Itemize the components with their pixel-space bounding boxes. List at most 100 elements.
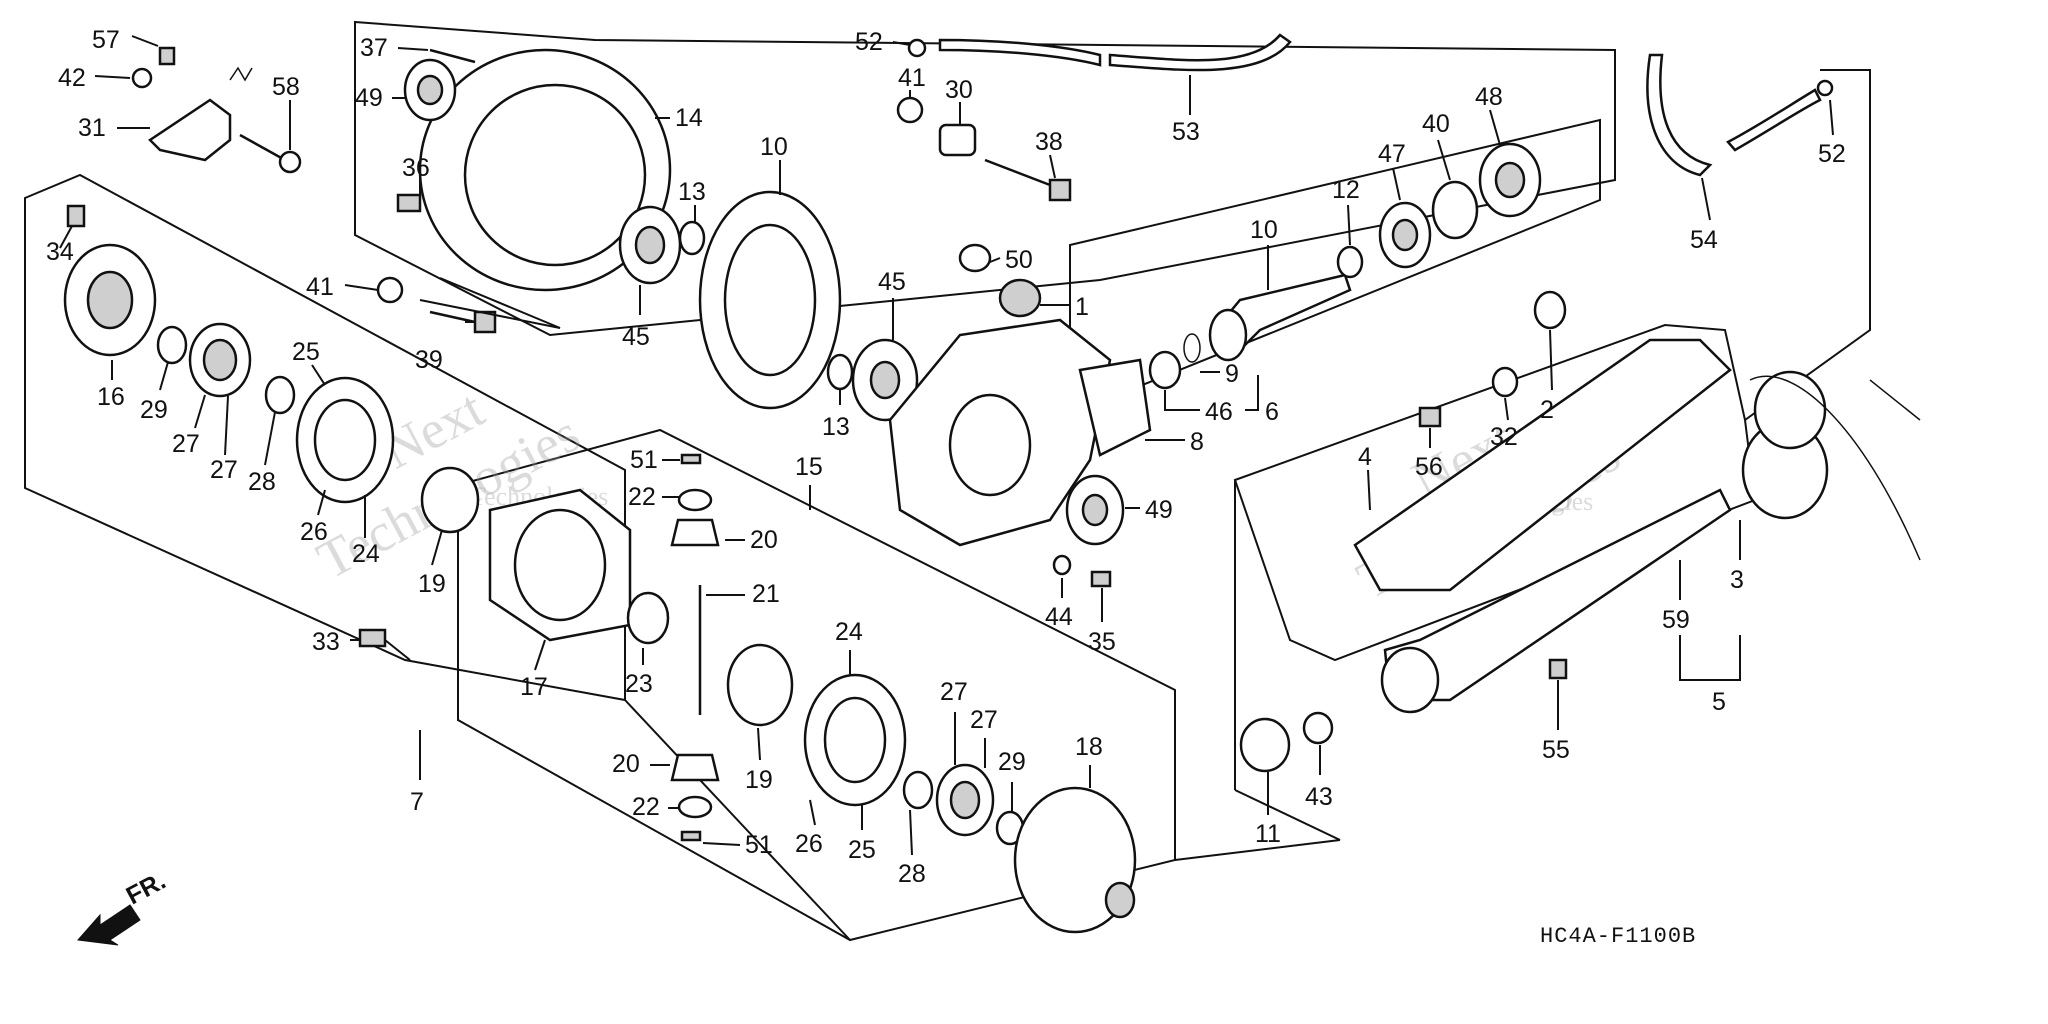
callout-59: 59: [1662, 606, 1690, 634]
o-ring-9: [1183, 333, 1201, 363]
callout-10a: 10: [760, 133, 788, 161]
callout-52a: 52: [855, 28, 883, 56]
shim-12: [1336, 245, 1364, 279]
outline-shaft-bottom: [1234, 789, 1341, 841]
callout-12: 12: [1332, 176, 1360, 204]
outline-bottom-join: [624, 699, 851, 941]
leader-26b: [809, 799, 816, 826]
leader-6: [1245, 375, 1259, 411]
callout-58: 58: [272, 73, 300, 101]
callout-36: 36: [402, 154, 430, 182]
shim-28b: [902, 770, 934, 810]
leader-41b: [344, 284, 379, 291]
callout-50: 50: [1005, 246, 1033, 274]
bearing-49-top-bore: [416, 74, 444, 106]
callout-7: 7: [410, 788, 424, 816]
leader-51b: [702, 842, 741, 846]
callout-25a: 25: [292, 338, 320, 366]
callout-37: 37: [360, 34, 388, 62]
front-label: FR.: [122, 867, 171, 911]
bearing-47-bore: [1391, 218, 1419, 252]
bolt-39: [429, 310, 476, 324]
bolt-33: [358, 628, 387, 648]
bolt-38-head: [1048, 178, 1072, 202]
front-arrow-icon: [77, 904, 141, 946]
callout-27d: 27: [970, 706, 998, 734]
bearing-48-bore: [1494, 161, 1526, 199]
engine-flange: [1753, 370, 1827, 450]
leader-lines: [59, 35, 1834, 856]
callout-3: 3: [1730, 566, 1744, 594]
callout-5: 5: [1712, 688, 1726, 716]
leader-38: [1049, 154, 1056, 179]
leader-case-bolts: [419, 299, 561, 329]
pin-51b: [680, 830, 702, 842]
callout-10b: 10: [1250, 216, 1278, 244]
callout-56: 56: [1415, 453, 1443, 481]
leader-4: [1367, 469, 1371, 511]
callout-1: 1: [1075, 293, 1089, 321]
leader-52b: [1829, 99, 1834, 136]
pinion-20b: [670, 753, 720, 782]
leader-46: [1164, 390, 1200, 411]
callout-28a: 28: [248, 468, 276, 496]
block-23: [626, 591, 670, 645]
bearing-holder-18: [1013, 786, 1137, 934]
callout-39: 39: [415, 346, 443, 374]
nut-41b: [376, 276, 404, 304]
clutch-plate-26a: [313, 398, 377, 482]
callout-41b: 41: [306, 273, 334, 301]
leader-27a: [194, 394, 206, 429]
parts: [63, 33, 1921, 934]
leader-54: [1701, 177, 1711, 221]
callout-42: 42: [58, 64, 86, 92]
dust-cover-4: [1353, 338, 1732, 592]
breather-hose-53b: [1108, 33, 1292, 72]
leader-17: [534, 639, 546, 671]
callout-57: 57: [92, 26, 120, 54]
callout-43: 43: [1305, 783, 1333, 811]
leader-27b: [224, 395, 229, 456]
callout-34: 34: [46, 238, 74, 266]
callout-8: 8: [1190, 428, 1204, 456]
callout-45b: 45: [878, 268, 906, 296]
breather-hose-54a: [1646, 53, 1713, 177]
callout-30: 30: [945, 76, 973, 104]
bolt-56: [1418, 406, 1442, 428]
side-gear-19a: [420, 466, 480, 534]
callout-11: 11: [1255, 820, 1281, 848]
bolt-35: [1090, 570, 1112, 588]
callout-24a: 24: [352, 540, 380, 568]
leader-25a: [311, 364, 326, 386]
leader-52a: [892, 41, 911, 46]
bearing-holder-16-bore: [86, 270, 134, 330]
shim-13-lower: [826, 353, 854, 391]
bracket-part: [148, 98, 232, 162]
leader-57: [131, 35, 159, 47]
nut-41-top: [896, 96, 924, 124]
callout-45a: 45: [622, 323, 650, 351]
callout-21: 21: [752, 580, 780, 608]
callout-49b: 49: [1145, 496, 1173, 524]
engine-flange-stud: [1869, 379, 1921, 421]
callout-32: 32: [1490, 423, 1518, 451]
bushing-1: [998, 278, 1042, 318]
callout-29b: 29: [998, 748, 1026, 776]
outline-gear-case: [354, 20, 1616, 337]
callout-23: 23: [625, 670, 653, 698]
leader-26a: [317, 489, 326, 516]
callout-40: 40: [1422, 110, 1450, 138]
callout-20a: 20: [750, 526, 778, 554]
bearing-45-upper-bore: [634, 225, 666, 265]
callout-47: 47: [1378, 140, 1406, 168]
collar-46: [1148, 350, 1182, 390]
side-gear-19b: [726, 643, 794, 727]
callout-51b: 51: [745, 831, 773, 859]
callout-15: 15: [795, 453, 823, 481]
bolt-34: [66, 204, 86, 228]
shim-13-upper: [678, 220, 706, 256]
washer-22b: [677, 795, 713, 819]
leader-29a: [159, 361, 169, 391]
leader-12: [1347, 204, 1351, 246]
callout-4: 4: [1358, 443, 1372, 471]
